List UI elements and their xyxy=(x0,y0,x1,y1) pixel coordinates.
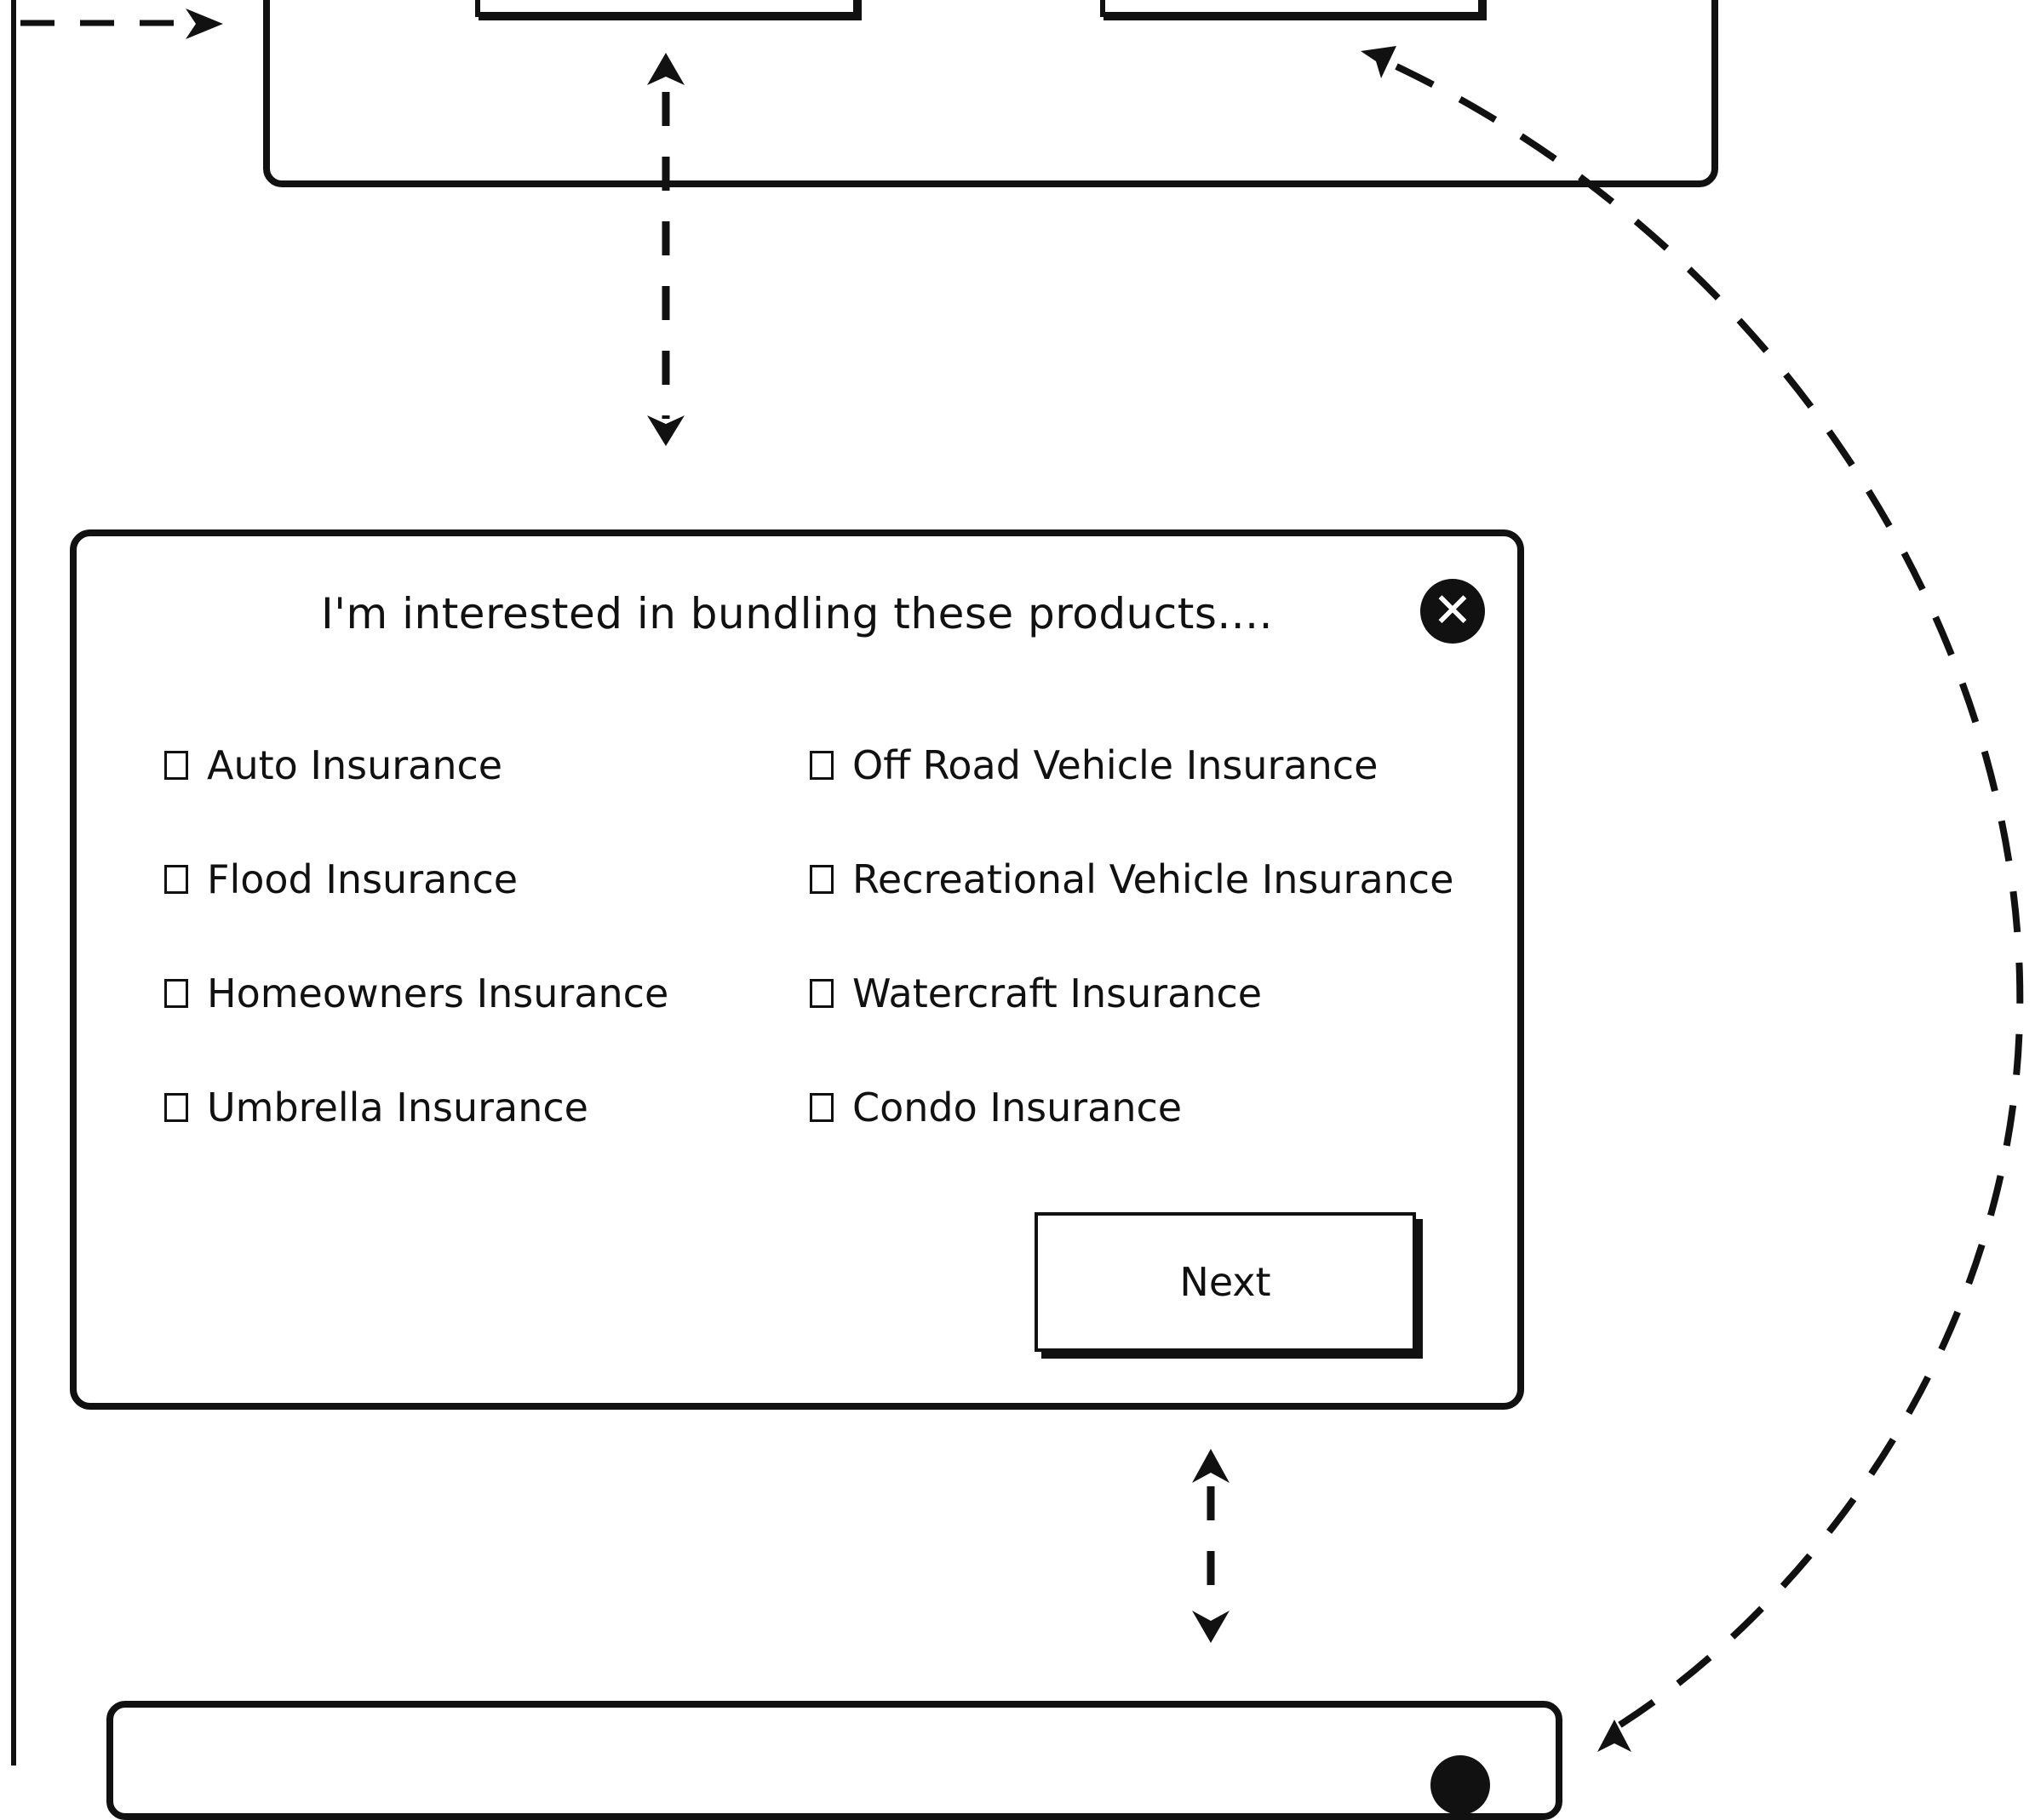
arrowhead-curve-bottom xyxy=(1597,1720,1631,1752)
option-flood-insurance[interactable]: Flood Insurance xyxy=(164,856,518,902)
checkbox-icon[interactable] xyxy=(810,751,834,780)
wireframe-canvas: I'm interested in bundling these product… xyxy=(11,0,2024,1820)
option-label: Off Road Vehicle Insurance xyxy=(852,742,1379,788)
next-button[interactable]: Next xyxy=(1035,1212,1416,1352)
option-auto-insurance[interactable]: Auto Insurance xyxy=(164,742,502,788)
dialog-title: I'm interested in bundling these product… xyxy=(321,589,1273,638)
top-screen-frame xyxy=(263,0,1718,187)
checkbox-icon[interactable] xyxy=(810,979,834,1008)
option-watercraft-insurance[interactable]: Watercraft Insurance xyxy=(810,970,1262,1016)
checkbox-icon[interactable] xyxy=(164,865,188,894)
close-icon[interactable]: ✕ xyxy=(1420,579,1485,644)
option-condo-insurance[interactable]: Condo Insurance xyxy=(810,1085,1182,1130)
option-label: Condo Insurance xyxy=(852,1085,1183,1130)
arrowhead-down xyxy=(647,415,685,446)
bottom-screen-frame xyxy=(106,1701,1562,1820)
bundle-products-dialog: I'm interested in bundling these product… xyxy=(70,529,1524,1410)
checkbox-icon[interactable] xyxy=(164,751,188,780)
arrowhead-down-2 xyxy=(1192,1611,1230,1643)
option-umbrella-insurance[interactable]: Umbrella Insurance xyxy=(164,1085,588,1130)
option-off-road-vehicle-insurance[interactable]: Off Road Vehicle Insurance xyxy=(810,742,1378,788)
option-homeowners-insurance[interactable]: Homeowners Insurance xyxy=(164,970,668,1016)
checkbox-icon[interactable] xyxy=(164,1093,188,1122)
option-label: Recreational Vehicle Insurance xyxy=(852,856,1454,902)
bottom-close-icon[interactable] xyxy=(1430,1755,1490,1815)
option-label: Homeowners Insurance xyxy=(207,970,669,1016)
arrowhead-right xyxy=(186,9,223,39)
checkbox-icon[interactable] xyxy=(164,979,188,1008)
checkbox-icon[interactable] xyxy=(810,865,834,894)
option-label: Umbrella Insurance xyxy=(207,1085,588,1130)
top-screen-button-right[interactable] xyxy=(1100,0,1483,17)
option-label: Flood Insurance xyxy=(207,856,519,902)
checkbox-icon[interactable] xyxy=(810,1093,834,1122)
option-recreational-vehicle-insurance[interactable]: Recreational Vehicle Insurance xyxy=(810,856,1453,902)
arrowhead-up-2 xyxy=(1192,1449,1230,1483)
top-screen-button-left[interactable] xyxy=(475,0,858,17)
option-label: Auto Insurance xyxy=(207,742,503,788)
option-label: Watercraft Insurance xyxy=(852,970,1263,1016)
